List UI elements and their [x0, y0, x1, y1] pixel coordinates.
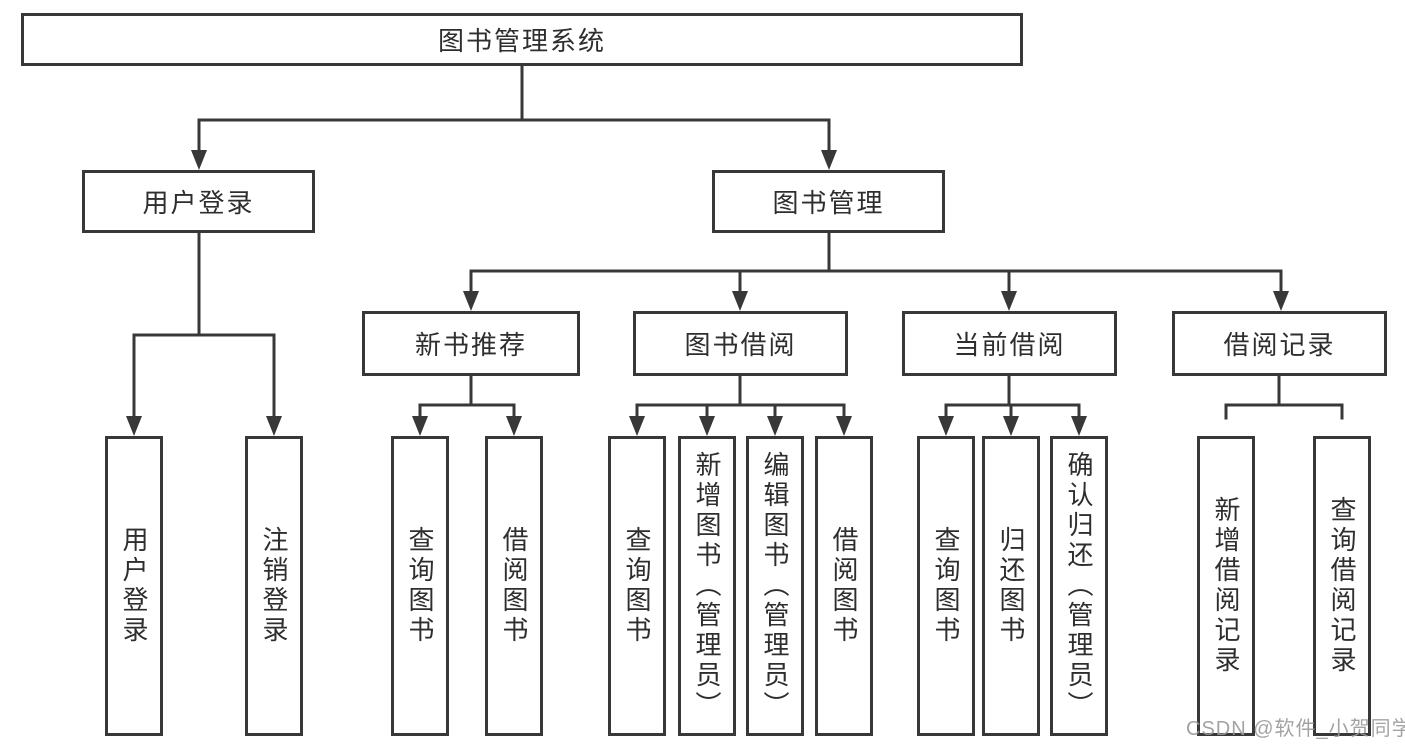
leaf-query-books-recommend: 查询图书 [391, 436, 449, 736]
node-root-library-system: 图书管理系统 [21, 13, 1023, 66]
leaf-borrow-books-recommend: 借阅图书 [485, 436, 543, 736]
leaf-borrow-books: 借阅图书 [815, 436, 873, 736]
node-user-login: 用户登录 [82, 170, 315, 233]
node-book-borrow: 图书借阅 [633, 311, 848, 376]
node-label: 用户登录 [142, 188, 255, 218]
node-label: 当前借阅 [953, 330, 1066, 360]
leaf-return-books: 归还图书 [982, 436, 1040, 736]
node-label: 新书推荐 [414, 330, 527, 360]
leaf-label: 查询图书 [405, 526, 435, 646]
csdn-watermark: CSDN @软件_小贺同学 [1186, 718, 1405, 740]
leaf-logout: 注销登录 [245, 436, 303, 736]
leaf-label: 编辑图书（管理员） [760, 451, 790, 721]
leaf-label: 新增借阅记录 [1211, 496, 1241, 676]
leaf-add-books-admin: 新增图书（管理员） [678, 436, 736, 736]
leaf-label: 查询图书 [622, 526, 652, 646]
node-new-book-recommend: 新书推荐 [362, 311, 580, 376]
leaf-label: 查询图书 [931, 526, 961, 646]
leaf-label: 新增图书（管理员） [692, 451, 722, 721]
node-current-borrow: 当前借阅 [902, 311, 1117, 376]
leaf-user-login: 用户登录 [105, 436, 163, 736]
leaf-label: 借阅图书 [829, 526, 859, 646]
leaf-label: 注销登录 [259, 526, 289, 646]
node-borrow-records: 借阅记录 [1172, 311, 1387, 376]
leaf-edit-books-admin: 编辑图书（管理员） [746, 436, 804, 736]
leaf-label: 归还图书 [996, 526, 1026, 646]
leaf-query-borrow-record: 查询借阅记录 [1313, 436, 1371, 736]
leaf-label: 用户登录 [119, 526, 149, 646]
node-label: 图书借阅 [684, 330, 797, 360]
leaf-label: 查询借阅记录 [1327, 496, 1357, 676]
node-label: 借阅记录 [1223, 330, 1336, 360]
leaf-query-books-current: 查询图书 [917, 436, 975, 736]
leaf-add-borrow-record: 新增借阅记录 [1197, 436, 1255, 736]
leaf-confirm-return-admin: 确认归还（管理员） [1050, 436, 1108, 736]
leaf-label: 借阅图书 [499, 526, 529, 646]
node-label: 图书管理系统 [437, 26, 606, 56]
leaf-label: 确认归还（管理员） [1064, 451, 1094, 721]
node-book-management: 图书管理 [712, 170, 945, 233]
arrowheads [126, 150, 1289, 436]
node-label: 图书管理 [772, 188, 885, 218]
leaf-query-books-borrow: 查询图书 [608, 436, 666, 736]
